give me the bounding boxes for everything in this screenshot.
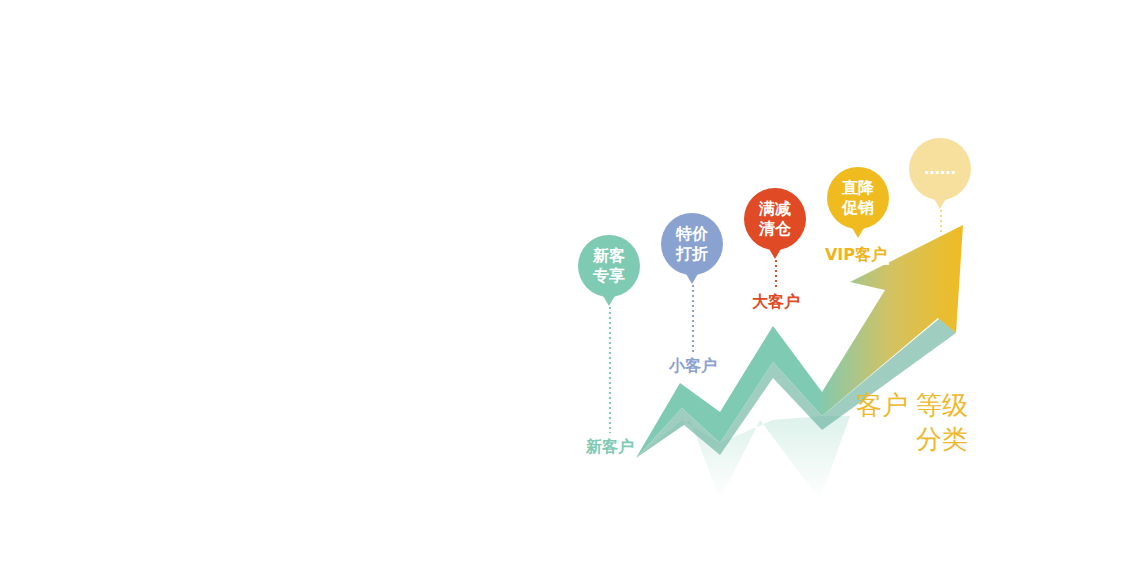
diagram-title: 客户 等级分类: [838, 388, 968, 456]
tier-label: 大客户: [750, 292, 802, 312]
leader-line: [609, 307, 611, 433]
pin-bubble: 直降 促销: [827, 167, 889, 241]
leader-line: [692, 285, 694, 352]
pin-bubble: 特价 打折: [661, 213, 723, 287]
pin-bubble: ……: [909, 138, 971, 212]
pin-text: 特价 打折: [672, 224, 712, 264]
pin-bubble: 满减 清仓: [744, 188, 806, 262]
pin-text: ……: [920, 159, 960, 179]
pin-text: 满减 清仓: [755, 199, 795, 239]
pin-text: 新客 专享: [589, 246, 629, 286]
tier-label: VIP客户: [823, 245, 889, 265]
leader-line: [775, 260, 777, 288]
growth-arrow: [636, 225, 963, 458]
tier-label: 小客户: [667, 356, 719, 376]
pin-bubble: 新客 专享: [578, 235, 640, 309]
tier-label: 新客户: [584, 437, 636, 457]
pin-text: 直降 促销: [838, 178, 878, 218]
leader-line: [940, 210, 942, 232]
